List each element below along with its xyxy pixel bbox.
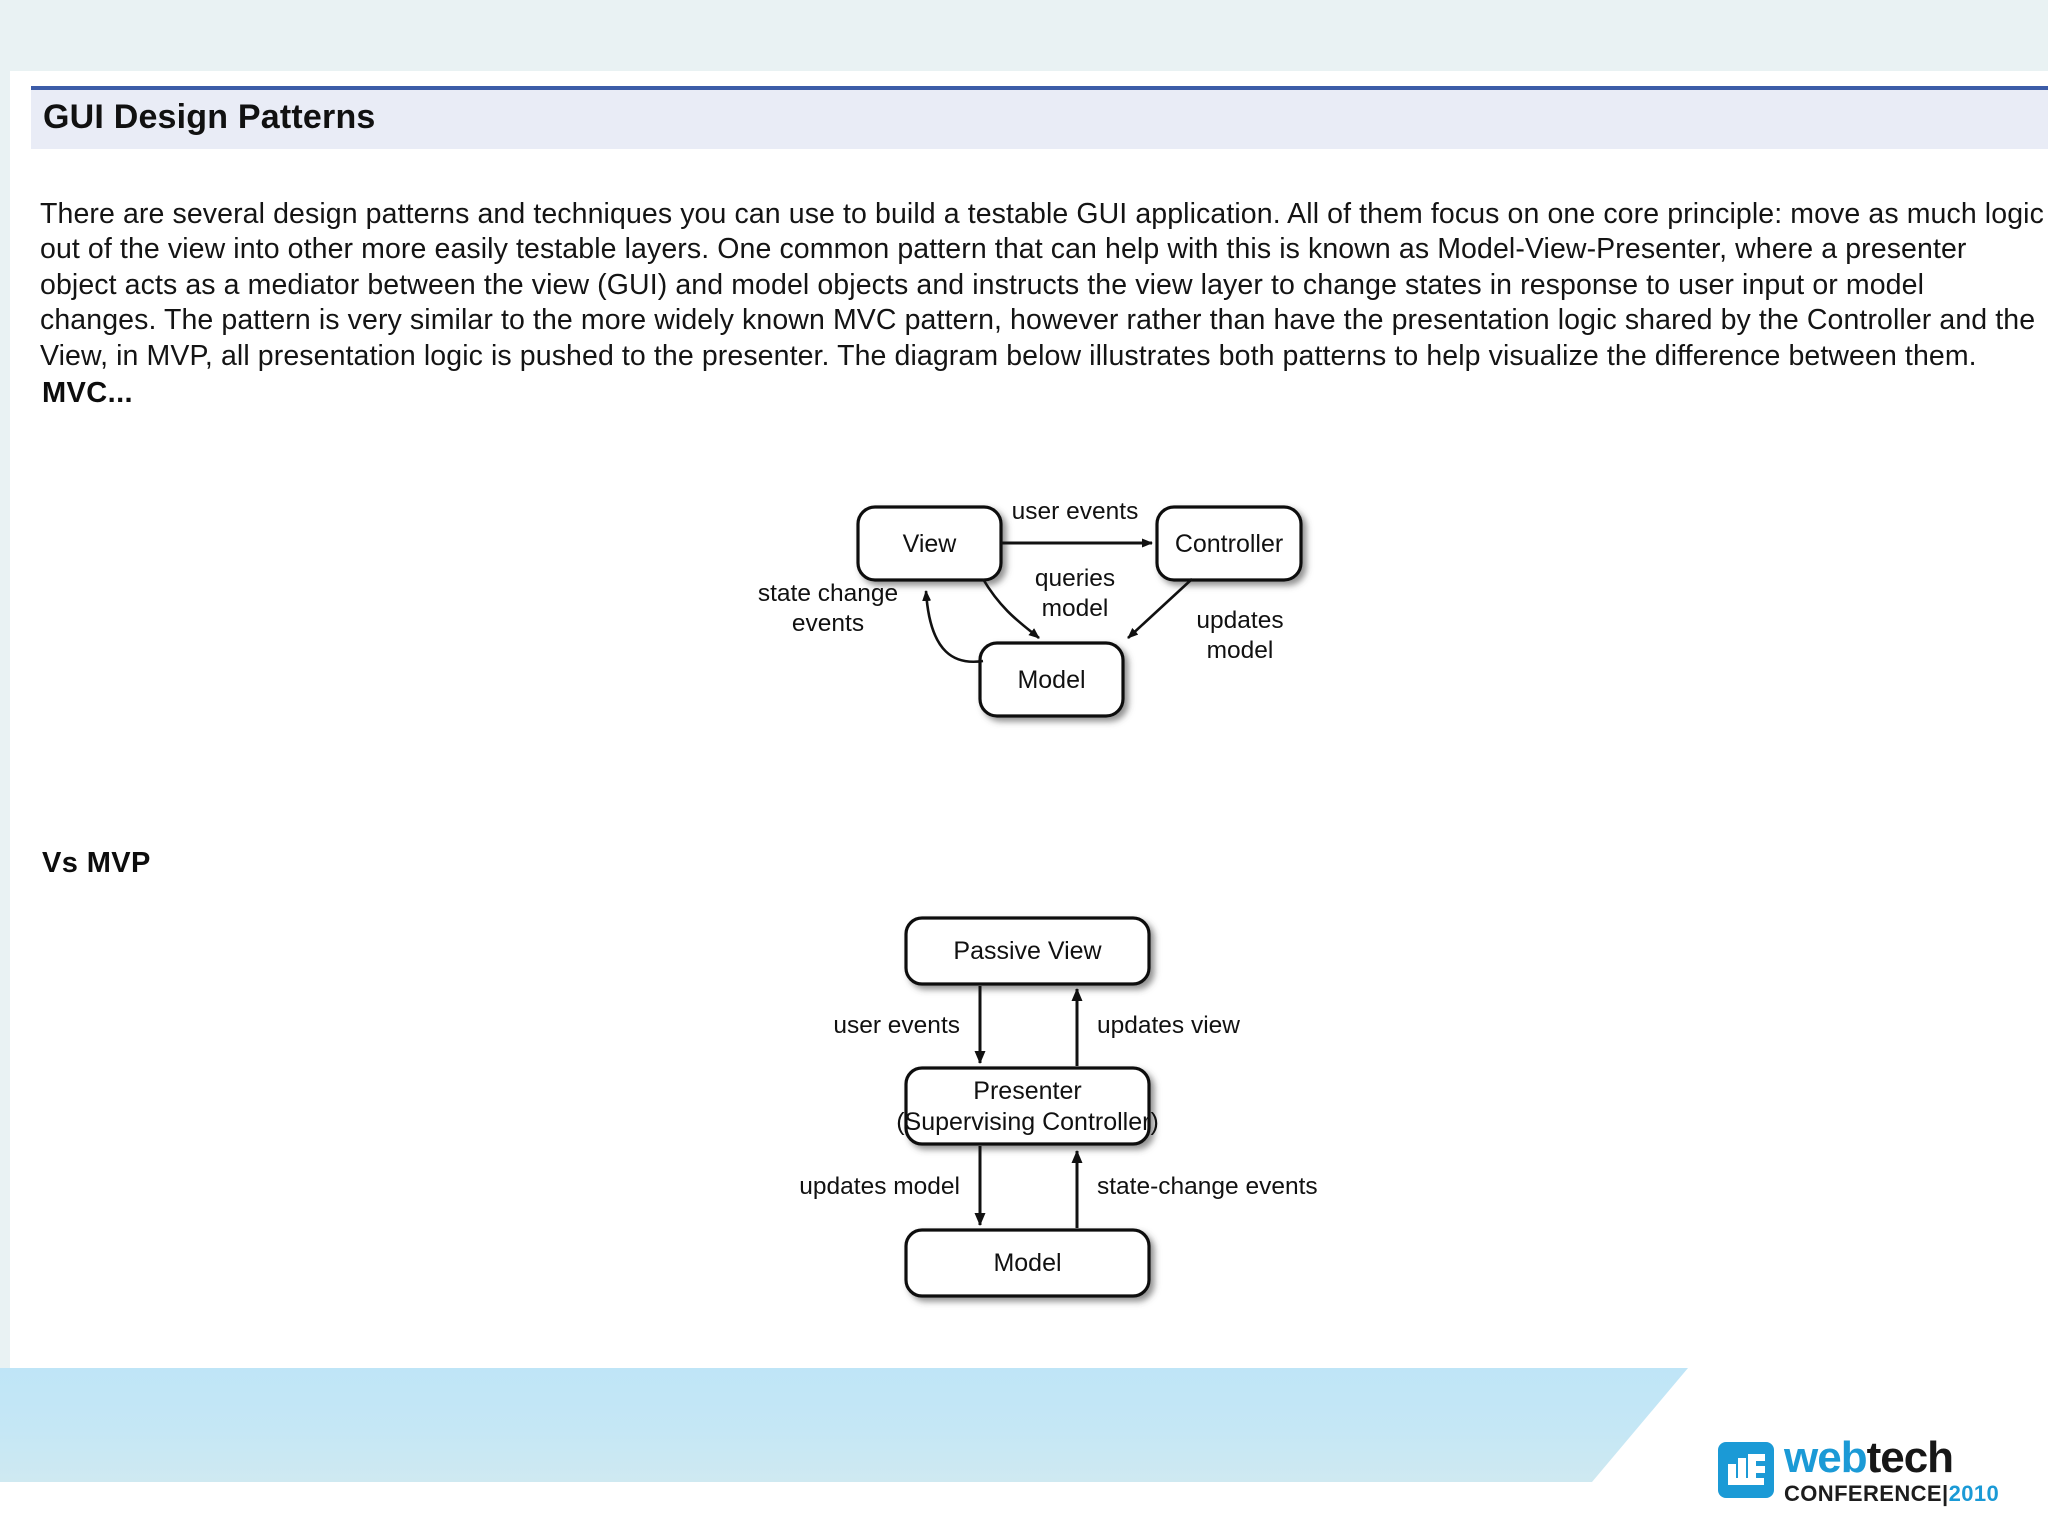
mvp-edge-updates-view-label: updates view (1097, 1012, 1240, 1039)
mvp-node-presenter-label-2: (Supervising Controller) (896, 1108, 1159, 1136)
diagram-mvp: Passive View Presenter (Supervising Cont… (780, 906, 1340, 1326)
webtech-wordmark-tech: tech (1866, 1432, 1954, 1482)
content-panel: GUI Design Patterns There are several de… (10, 71, 2048, 1368)
heading-mvc: MVC... (42, 377, 134, 409)
mvc-node-model: Model (978, 641, 1125, 718)
bottom-banner (0, 1368, 2048, 1536)
mvp-node-model-label: Model (993, 1249, 1061, 1277)
mvc-node-view: View (856, 505, 1003, 582)
intro-paragraph: There are several design patterns and te… (40, 197, 2044, 372)
mvp-node-presenter-label-1: Presenter (973, 1077, 1081, 1105)
mvp-node-model: Model (904, 1228, 1151, 1298)
mvc-edge-queries-model-label-2: model (1042, 595, 1109, 622)
mvc-edge-state-change-label-1: state change (758, 580, 898, 607)
mvp-node-model-box (904, 1228, 1151, 1298)
mvc-node-controller: Controller (1155, 505, 1303, 582)
mvc-node-view-label: View (903, 530, 958, 558)
mvp-edge-state-change-events-label: state-change events (1097, 1173, 1318, 1200)
webtech-logo-mark-icon (1718, 1442, 1774, 1498)
mvp-node-presenter-box (904, 1066, 1151, 1146)
diagram-mvc: View Controller Model user events queri (730, 411, 1303, 718)
mvc-edge-updates-model-label-2: model (1207, 637, 1274, 664)
mvc-edge-queries-model-label-1: queries (1035, 565, 1115, 592)
mvc-edge-user-events-label: user events (1012, 498, 1139, 525)
mvc-edge-updates-model (1127, 578, 1193, 639)
mvp-edge-updates-model-label: updates model (799, 1173, 960, 1200)
webtech-logo-text: webtech CONFERENCE|2010 (1784, 1432, 2000, 1506)
mvc-node-controller-label: Controller (1175, 530, 1283, 558)
mvc-node-model-box (978, 641, 1125, 718)
mvp-edge-user-events-label: user events (833, 1012, 960, 1039)
webtech-subtitle-year: 2010 (1948, 1480, 2000, 1506)
mvp-node-presenter: Presenter (Supervising Controller) (896, 1066, 1159, 1146)
mvc-edge-updates-model-label-1: updates (1196, 607, 1283, 634)
webtech-subtitle-conference: CONFERENCE| (1784, 1480, 1949, 1506)
heading-mvp: Vs MVP (42, 847, 151, 879)
mvp-node-passive-view-label: Passive View (953, 937, 1102, 965)
mvc-edge-queries-model (981, 578, 1040, 640)
mvc-edge-state-change-label-2: events (792, 610, 864, 637)
title-band: GUI Design Patterns (31, 86, 2048, 149)
page-title: GUI Design Patterns (43, 98, 376, 136)
mvp-node-passive-view-box (904, 916, 1151, 986)
diagram-mvc-canvas: View Controller Model user events queri (758, 498, 1303, 718)
webtech-logo: webtech CONFERENCE|2010 (1718, 1434, 2018, 1506)
webtech-wordmark: webtech (1784, 1432, 1999, 1482)
webtech-subtitle: CONFERENCE|2010 (1784, 1480, 2000, 1506)
mvc-node-model-label: Model (1017, 666, 1085, 694)
diagram-mvp-canvas: Passive View Presenter (Supervising Cont… (799, 916, 1318, 1298)
webtech-wordmark-web: web (1784, 1432, 1868, 1482)
mvc-edge-state-change-events (922, 590, 984, 664)
mvc-node-controller-box (1155, 505, 1303, 582)
mvp-node-passive-view: Passive View (904, 916, 1151, 986)
